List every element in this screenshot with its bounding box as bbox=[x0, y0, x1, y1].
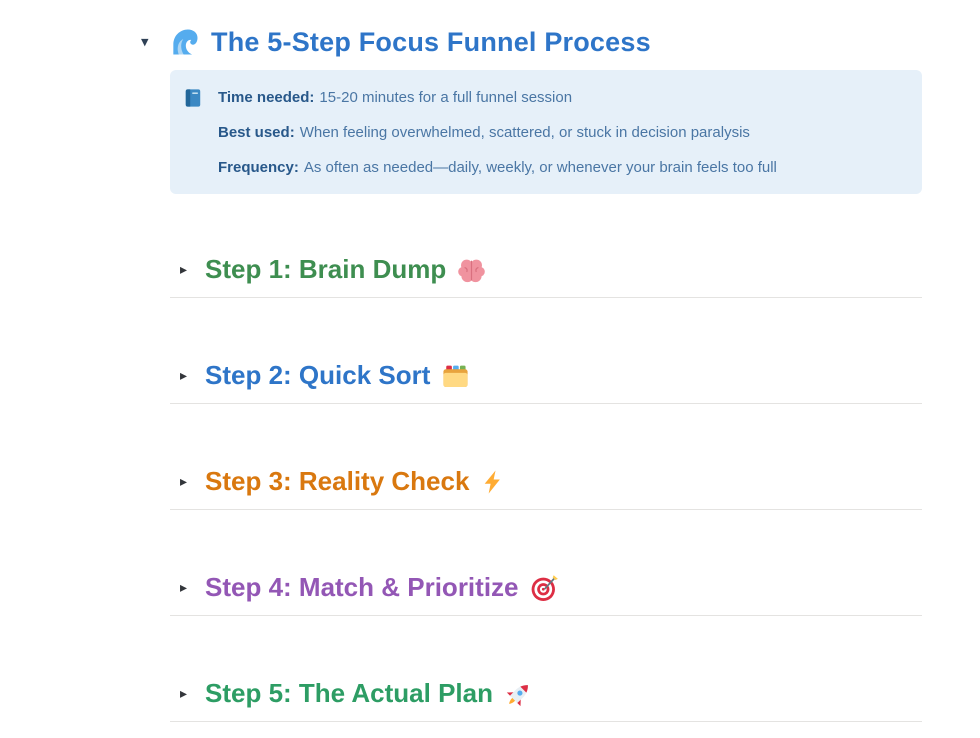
toggle-right-icon[interactable]: ▸ bbox=[180, 685, 188, 701]
brain-icon bbox=[457, 256, 486, 285]
step-5-title: Step 5: The Actual Plan bbox=[205, 677, 493, 708]
callout: Time needed:15-20 minutes for a full fun… bbox=[170, 70, 922, 194]
step-4-title: Step 4: Match & Prioritize bbox=[205, 571, 519, 602]
divider bbox=[170, 721, 922, 722]
step-section-5: ▸ Step 5: The Actual Plan bbox=[170, 674, 922, 722]
toggle-right-icon[interactable]: ▸ bbox=[180, 579, 188, 595]
toggle-down-icon[interactable]: ▾ bbox=[141, 33, 149, 51]
divider bbox=[170, 403, 922, 404]
callout-label: Frequency: bbox=[218, 159, 299, 176]
blue-book-icon bbox=[183, 88, 203, 108]
callout-text: 15-20 minutes for a full funnel session bbox=[319, 89, 573, 106]
callout-label: Best used: bbox=[218, 124, 295, 141]
step-2-toggle-header[interactable]: ▸ Step 2: Quick Sort bbox=[170, 356, 922, 394]
step-4-toggle-header[interactable]: ▸ Step 4: Match & Prioritize bbox=[170, 568, 922, 606]
step-section-1: ▸ Step 1: Brain Dump bbox=[170, 250, 922, 298]
toggle-right-icon[interactable]: ▸ bbox=[180, 367, 188, 383]
divider bbox=[170, 615, 922, 616]
callout-line-frequency: Frequency:As often as needed—daily, week… bbox=[218, 157, 906, 178]
toggle-right-icon[interactable]: ▸ bbox=[180, 473, 188, 489]
step-section-4: ▸ Step 4: Match & Prioritize bbox=[170, 568, 922, 616]
callout-text: As often as needed—daily, weekly, or whe… bbox=[303, 159, 777, 176]
callout-body: Time needed:15-20 minutes for a full fun… bbox=[218, 87, 906, 178]
rocket-icon bbox=[504, 680, 533, 709]
document-content: ▾ The 5-Step Focus Funnel Process bbox=[141, 0, 922, 722]
card-index-icon bbox=[441, 362, 470, 391]
divider bbox=[170, 509, 922, 510]
step-1-title: Step 1: Brain Dump bbox=[205, 253, 447, 284]
divider bbox=[170, 297, 922, 298]
step-3-title: Step 3: Reality Check bbox=[205, 465, 470, 496]
callout-label: Time needed: bbox=[218, 89, 315, 106]
lightning-icon bbox=[480, 469, 506, 495]
page-title: The 5-Step Focus Funnel Process bbox=[211, 26, 651, 57]
target-icon bbox=[530, 574, 559, 603]
wave-icon bbox=[170, 27, 200, 57]
callout-line-time: Time needed:15-20 minutes for a full fun… bbox=[218, 87, 906, 108]
step-section-3: ▸ Step 3: Reality Check bbox=[170, 462, 922, 510]
step-2-title: Step 2: Quick Sort bbox=[205, 359, 431, 390]
toggle-right-icon[interactable]: ▸ bbox=[180, 261, 188, 277]
step-section-2: ▸ Step 2: Quick Sort bbox=[170, 356, 922, 404]
step-3-toggle-header[interactable]: ▸ Step 3: Reality Check bbox=[170, 462, 922, 500]
callout-text: When feeling overwhelmed, scattered, or … bbox=[299, 124, 750, 141]
step-1-toggle-header[interactable]: ▸ Step 1: Brain Dump bbox=[170, 250, 922, 288]
page-title-row: ▾ The 5-Step Focus Funnel Process bbox=[141, 22, 922, 62]
callout-line-best-used: Best used:When feeling overwhelmed, scat… bbox=[218, 122, 906, 143]
step-5-toggle-header[interactable]: ▸ Step 5: The Actual Plan bbox=[170, 674, 922, 712]
